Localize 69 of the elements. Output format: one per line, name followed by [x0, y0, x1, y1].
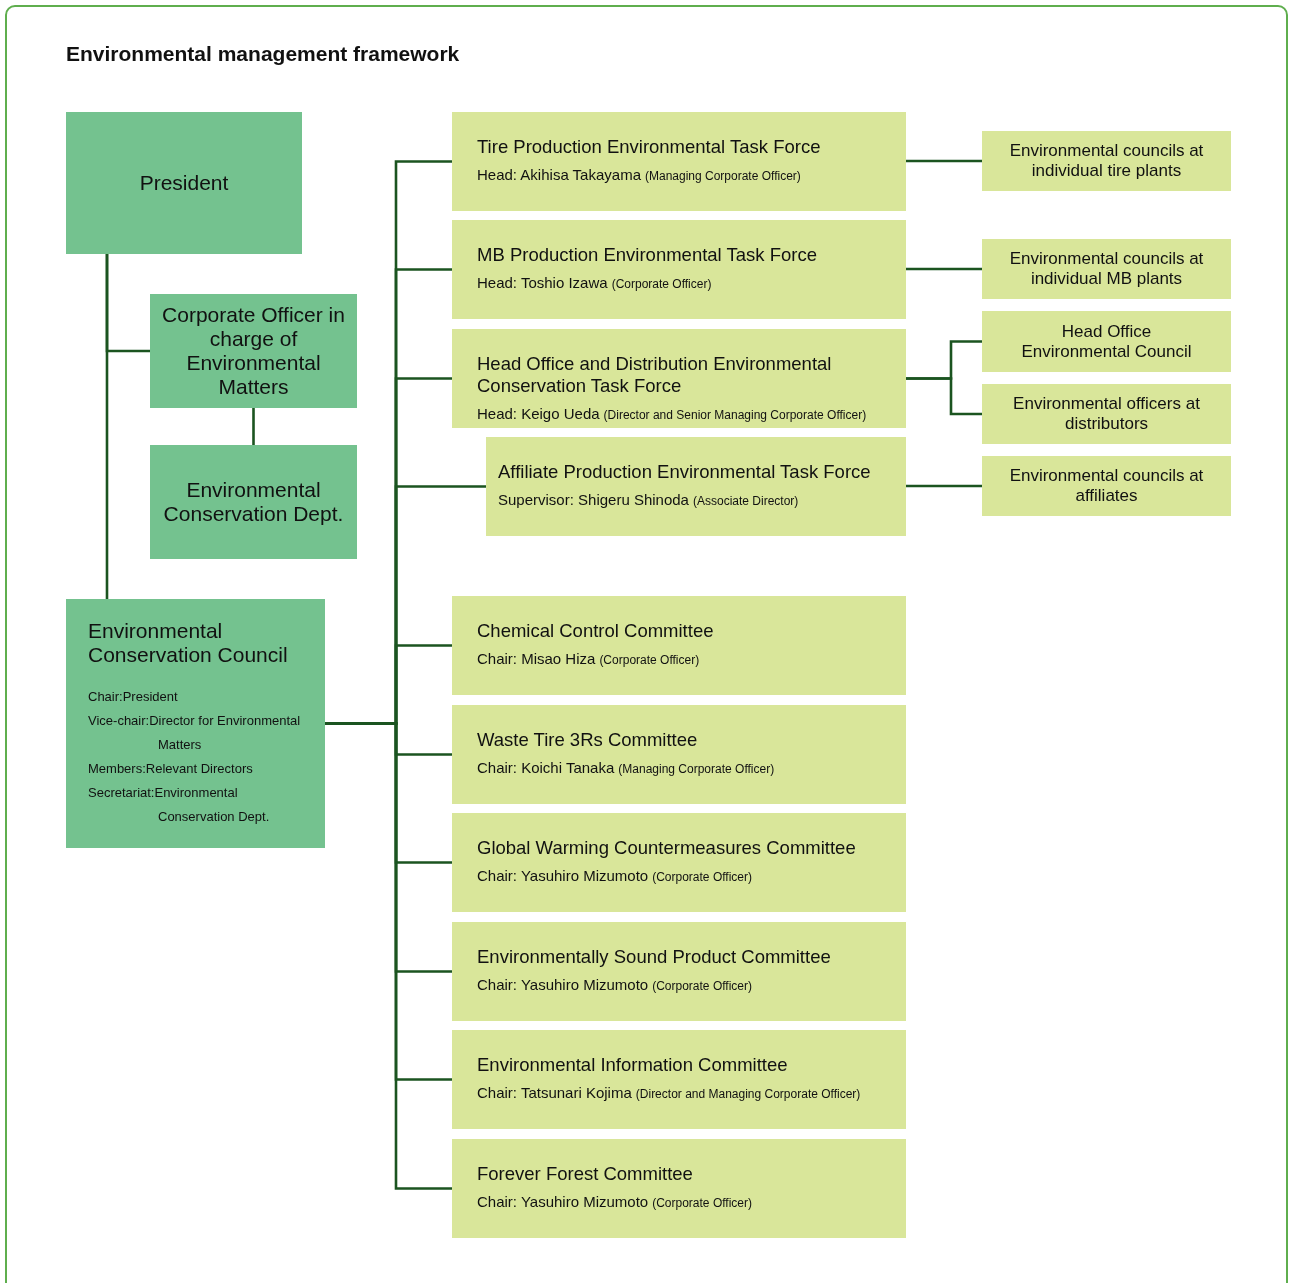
- head-name: Chair: Koichi Tanaka: [477, 759, 615, 776]
- box-title: Head Office and Distribution Environmental Conservation Task Force: [477, 353, 833, 397]
- head-name: Chair: Yasuhiro Mizumoto: [477, 867, 649, 884]
- role-text: (Corporate Officer): [599, 653, 700, 667]
- role-text: (Corporate Officer): [652, 979, 752, 993]
- committee-box: [452, 813, 906, 912]
- org-box: [150, 445, 357, 559]
- member-text: Secretariat:Environmental Conservation Dept.: [88, 784, 271, 827]
- head-name: Chair: Yasuhiro Mizumoto: [477, 1193, 649, 1210]
- box-label: Environmental councils at individual tire plants: [1008, 141, 1205, 181]
- sub-council-box: [982, 131, 1231, 191]
- connector-line: [906, 377, 982, 416]
- committee-box: [452, 329, 906, 428]
- box-label: Corporate Officer in charge of Environmental Matters: [161, 302, 346, 400]
- role-text: (Director and Senior Managing Corporate Officer): [603, 408, 867, 422]
- box-title: Environmental Conservation Council: [88, 619, 289, 668]
- box-title: Environmentally Sound Product Committee: [477, 946, 832, 968]
- box-title: Affiliate Production Environmental Task Force: [498, 461, 872, 483]
- box-label: Environmental councils at individual MB plants: [1008, 249, 1205, 289]
- committee-box: [452, 705, 906, 804]
- head-name: Head: Akihisa Takayama: [477, 166, 641, 183]
- committee-box: [452, 1139, 906, 1238]
- connector-line: [252, 408, 255, 445]
- head-name: Head: Keigo Ueda: [477, 405, 600, 422]
- role-text: (Director and Managing Corporate Officer): [635, 1087, 861, 1101]
- role-text: (Associate Director): [692, 494, 799, 508]
- box-title: Environmental Information Committee: [477, 1054, 789, 1076]
- box-label: Environmental officers at distributors: [1012, 394, 1201, 434]
- box-title: MB Production Environmental Task Force: [477, 244, 818, 266]
- box-title: Waste Tire 3Rs Committee: [477, 729, 699, 751]
- member-text: Members:Relevant Directors: [88, 760, 254, 779]
- box-title: Tire Production Environmental Task Force: [477, 136, 822, 158]
- connector-line: [105, 254, 150, 353]
- committee-box: [452, 596, 906, 695]
- head-name: Chair: Misao Hiza: [477, 650, 596, 667]
- head-name: Chair: Yasuhiro Mizumoto: [477, 976, 649, 993]
- box-label: Environmental councils at affiliates: [1008, 466, 1205, 506]
- member-text: Chair:President: [88, 688, 179, 707]
- diagram-title: Environmental management framework: [66, 42, 460, 66]
- committee-box: [452, 1030, 906, 1129]
- role-text: (Corporate Officer): [611, 277, 712, 291]
- org-box: [150, 294, 357, 408]
- member-text: Vice-chair:Director for Environmental Matters: [88, 712, 302, 755]
- role-text: (Managing Corporate Officer): [618, 762, 775, 776]
- committee-box: [452, 112, 906, 211]
- sub-council-box: [982, 239, 1231, 299]
- connector-line: [906, 267, 982, 271]
- role-text: (Corporate Officer): [652, 870, 752, 884]
- box-title: Global Warming Countermeasures Committee: [477, 837, 857, 859]
- connector-line: [906, 484, 982, 488]
- box-label: Environmental Conservation Dept.: [162, 477, 345, 527]
- committee-box: [452, 922, 906, 1021]
- box-label: President: [139, 170, 229, 196]
- head-name: Head: Toshio Izawa: [477, 274, 608, 291]
- box-label: Head Office Environmental Council: [1020, 321, 1193, 362]
- council-box: [66, 599, 325, 848]
- box-title: Forever Forest Committee: [477, 1163, 694, 1185]
- connector-line: [906, 159, 982, 163]
- box-title: Chemical Control Committee: [477, 620, 715, 642]
- sub-council-box: [982, 456, 1231, 516]
- sub-council-box: [982, 311, 1231, 372]
- committee-box: [452, 220, 906, 319]
- sub-council-box: [982, 384, 1231, 444]
- role-text: (Corporate Officer): [652, 1196, 752, 1210]
- role-text: (Managing Corporate Officer): [645, 169, 801, 183]
- committee-box: [486, 437, 906, 536]
- org-box: [66, 112, 302, 254]
- head-name: Supervisor: Shigeru Shinoda: [498, 491, 689, 508]
- head-name: Chair: Tatsunari Kojima: [477, 1084, 632, 1101]
